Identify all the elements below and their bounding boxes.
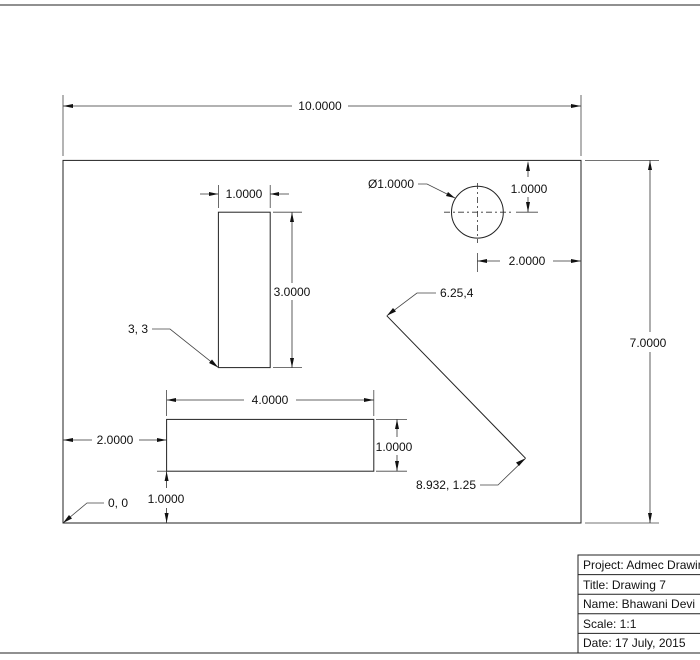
dimension-rect-vertical-height: 3.0000 <box>273 211 311 369</box>
arrowhead <box>395 419 399 429</box>
diagonal-line <box>386 315 526 459</box>
dimension-circle-right-offset: 2.0000 <box>476 253 581 272</box>
arrowhead <box>164 513 169 523</box>
arrowhead <box>526 161 530 171</box>
callout-line-start: 6.25,4 <box>386 286 474 317</box>
arrowhead <box>526 202 530 213</box>
arrowhead <box>477 259 487 263</box>
arrowhead <box>63 515 72 523</box>
arrowhead <box>157 438 167 442</box>
arrowhead <box>446 192 455 198</box>
dimension-rect-horizontal-width: 4.0000 <box>166 390 375 416</box>
arrowhead <box>209 192 219 196</box>
title-block-project: Project: Admec Drawing <box>583 558 700 572</box>
title-block-title: Title: Drawing 7 <box>583 578 666 592</box>
arrowhead <box>209 359 219 368</box>
boundary-rectangle <box>62 159 582 524</box>
arrowhead <box>290 212 294 222</box>
dimension-text: 1.0000 <box>226 187 263 201</box>
arrowhead <box>63 104 73 108</box>
arrowhead <box>164 471 169 481</box>
dimension-circle-top-offset: 1.0000 <box>511 161 548 213</box>
arrowhead <box>290 358 294 368</box>
arrowhead <box>386 308 396 316</box>
arrowhead <box>571 104 581 108</box>
leader-line <box>480 458 526 486</box>
leader-line <box>386 292 436 317</box>
rect-horizontal <box>166 418 375 472</box>
dimension-text: 7.0000 <box>630 336 667 350</box>
arrowhead <box>166 398 176 402</box>
arrowhead <box>648 160 652 170</box>
callout-origin: 0, 0 <box>62 496 128 524</box>
leader-line <box>62 502 104 524</box>
callout-text: 0, 0 <box>108 496 128 510</box>
arrowhead <box>270 192 279 196</box>
callout-text: 6.25,4 <box>440 286 474 300</box>
leader-line <box>418 183 456 199</box>
dimension-rect-vertical-width: 1.0000 <box>200 185 289 208</box>
dimension-rect-horizontal-left-offset: 2.0000 <box>63 433 167 447</box>
title-block-scale: Scale: 1:1 <box>583 617 637 631</box>
dimension-text: 2.0000 <box>509 254 546 268</box>
dimension-text: 1.0000 <box>148 492 185 506</box>
title-block-date: Date: 17 July, 2015 <box>583 636 686 650</box>
callout-text: Ø1.0000 <box>368 177 414 191</box>
arrowhead <box>395 461 399 472</box>
callout-text: 3, 3 <box>128 322 148 336</box>
arrowhead <box>364 398 374 402</box>
dimension-rect-horizontal-bottom-offset: 1.0000 <box>148 470 185 523</box>
dimension-overall-width: 10.0000 <box>62 95 582 156</box>
dimension-rect-horizontal-height: 1.0000 <box>376 418 413 472</box>
dimension-text: 1.0000 <box>376 440 413 454</box>
arrowhead <box>516 458 526 466</box>
dimension-text: 1.0000 <box>511 182 548 196</box>
arrowhead <box>571 259 581 263</box>
title-block-name: Name: Bhawani Devi <box>583 597 695 611</box>
dimension-overall-height: 7.0000 <box>585 159 667 524</box>
arrowhead <box>648 513 652 523</box>
callout-text: 8.932, 1.25 <box>416 478 476 492</box>
title-block-frame <box>577 554 700 654</box>
dimension-text: 10.0000 <box>298 99 342 113</box>
arrowhead <box>63 438 73 442</box>
callout-rect-vertical-corner: 3, 3 <box>128 322 219 368</box>
dimension-text: 4.0000 <box>252 393 289 407</box>
callout-line-end: 8.932, 1.25 <box>416 458 526 492</box>
callout-circle-diameter: Ø1.0000 <box>368 177 456 199</box>
dimension-text: 2.0000 <box>97 433 134 447</box>
leader-line <box>152 328 219 368</box>
dimension-text: 3.0000 <box>274 285 311 299</box>
rect-vertical <box>217 211 271 369</box>
title-block: Project: Admec Drawing Title: Drawing 7 … <box>577 554 700 654</box>
